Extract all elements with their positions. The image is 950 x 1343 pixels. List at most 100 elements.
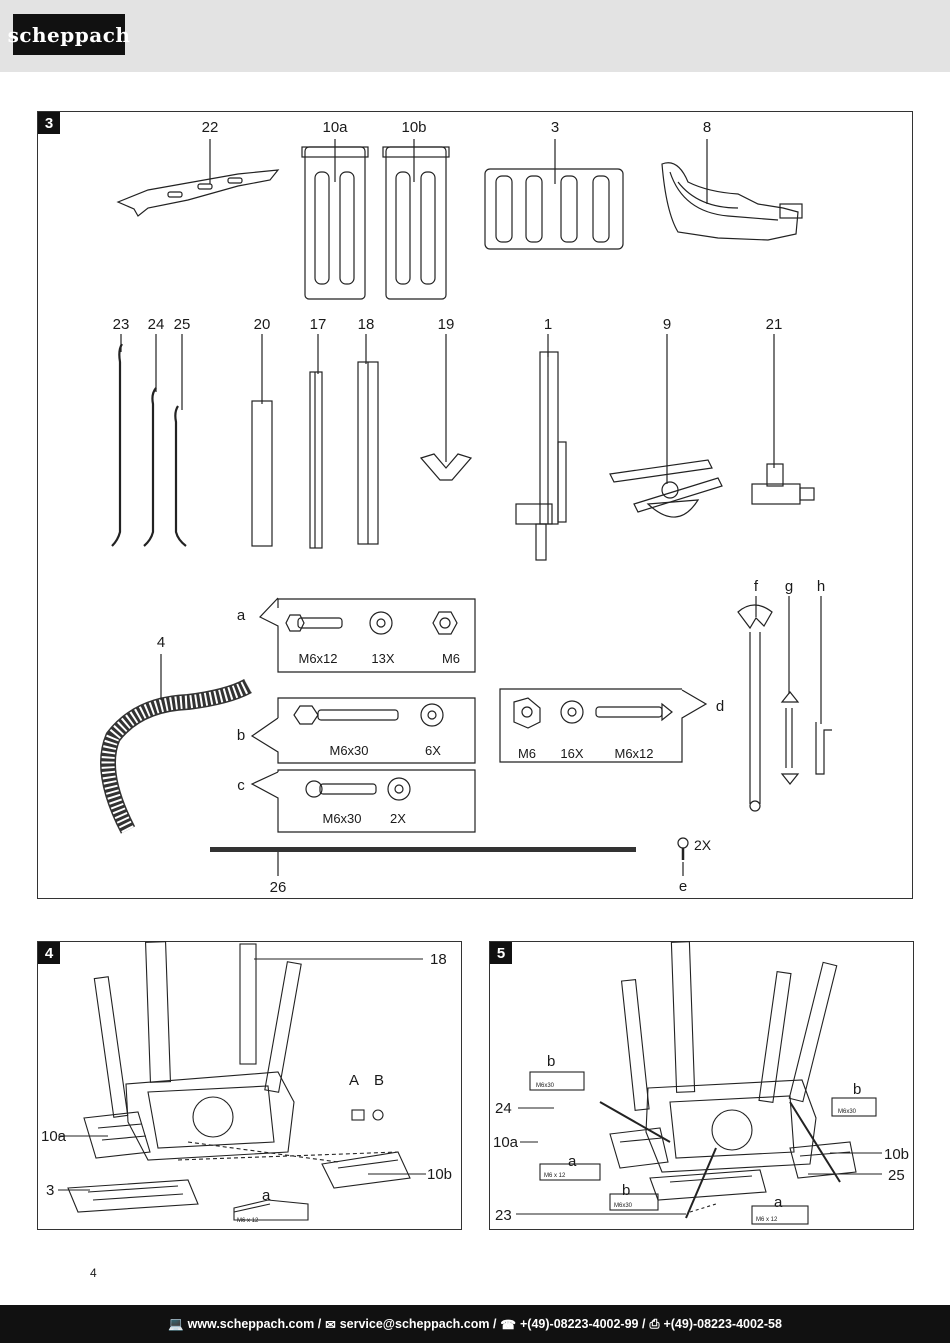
panel-part-20	[251, 334, 273, 547]
label-1: 1	[544, 316, 552, 333]
label-4: 4	[157, 634, 165, 651]
label-b: b	[237, 727, 245, 744]
push-stick-part-22	[116, 139, 280, 217]
figure-5-drawing: b b 24 10a a b 10b 25 23 a M6x30 M6x30 M…	[493, 941, 909, 1225]
extension-table-10b	[382, 139, 450, 300]
saw-assembly-with-legs	[599, 941, 857, 1219]
allen-key-h	[815, 596, 832, 775]
label-B: B	[374, 1072, 384, 1089]
tag-b-right: M6x30	[838, 1109, 857, 1115]
label-A: A	[349, 1072, 359, 1089]
tag-a-bottom: M6 x 12	[756, 1217, 778, 1223]
label-a: a	[262, 1187, 271, 1204]
label-21: 21	[766, 316, 783, 333]
label-b-top: b	[547, 1053, 555, 1070]
label-3: 3	[46, 1182, 54, 1199]
saw-assembly-upside-down	[67, 941, 411, 1213]
label-g: g	[785, 578, 793, 595]
label-a: a	[237, 607, 246, 624]
label-e: e	[679, 878, 687, 895]
t-piece-part-21	[751, 334, 815, 505]
label-22: 22	[202, 119, 219, 136]
blade-guard-part-8	[661, 139, 803, 241]
label-a-bottom: a	[774, 1194, 783, 1211]
rear-table-part-3	[484, 139, 624, 250]
label-23: 23	[113, 316, 130, 333]
tag-b-top: M6x30	[536, 1083, 555, 1089]
label-b-bottom: b	[622, 1182, 630, 1199]
label-10b: 10b	[884, 1146, 909, 1163]
strut-part-17	[309, 334, 323, 549]
label-25: 25	[174, 316, 191, 333]
figure-3-panel: 3 22 10a 10b 3 8 23 24 25 20 17 18 19 1 …	[37, 111, 913, 899]
kit-a-washer: 13X	[371, 651, 394, 666]
figure-4-panel: 4 18 A B 10a 10b 3 a	[37, 941, 462, 1230]
label-a-left: a	[568, 1153, 577, 1170]
label-b-right: b	[853, 1081, 861, 1098]
label-d: d	[716, 698, 724, 715]
label-10a: 10a	[41, 1128, 67, 1145]
spanner-f	[737, 596, 773, 812]
spanner-g	[780, 596, 800, 785]
label-10b: 10b	[427, 1166, 452, 1183]
label-c: c	[237, 777, 245, 794]
footer-email-link[interactable]: service@scheppach.com /	[339, 1317, 497, 1331]
label-19: 19	[438, 316, 455, 333]
label-26: 26	[270, 879, 287, 896]
footer-contact-bar: 💻 www.scheppach.com / ✉ service@scheppac…	[0, 1305, 950, 1343]
label-17: 17	[310, 316, 327, 333]
phone-icon: ☎	[500, 1317, 516, 1332]
label-f: f	[754, 578, 759, 595]
kit-c-bolt: M6x30	[322, 811, 361, 826]
label-10a: 10a	[322, 119, 348, 136]
kit-c-washer: 2X	[390, 811, 406, 826]
label-h: h	[817, 578, 825, 595]
mitre-gauge-part-9	[609, 334, 723, 518]
page-number: 4	[90, 1266, 97, 1280]
label-9: 9	[663, 316, 671, 333]
figure-number: 4	[38, 942, 60, 964]
kit-a-nut: M6	[442, 651, 460, 666]
figure-number: 3	[38, 112, 60, 134]
figure-4-drawing: 18 A B 10a 10b 3 a M6 x 12	[41, 941, 452, 1224]
screw-e: 2X	[677, 837, 712, 876]
label-3: 3	[551, 119, 559, 136]
tag-a: M6 x 12	[237, 1218, 259, 1224]
label-18: 18	[358, 316, 375, 333]
figure-3-drawing: 22 10a 10b 3 8 23 24 25 20 17 18 19 1 9 …	[100, 119, 832, 896]
label-20: 20	[254, 316, 271, 333]
page-header: scheppach	[0, 0, 950, 72]
figure-5-panel: 5 b b 24 1	[489, 941, 914, 1230]
label-24: 24	[148, 316, 165, 333]
extension-table-10a	[301, 139, 369, 300]
kit-d-bolt: M6x12	[614, 746, 653, 761]
kit-b-washer: 6X	[425, 743, 441, 758]
kit-d-nut: M6	[518, 746, 536, 761]
footer-phone: +(49)-08223-4002-99 /	[520, 1317, 646, 1331]
kit-d-washer: 16X	[560, 746, 583, 761]
label-8: 8	[703, 119, 711, 136]
label-10a: 10a	[493, 1134, 519, 1151]
dust-hose-part-4	[100, 654, 252, 834]
label-23: 23	[495, 1207, 512, 1224]
label-10b: 10b	[401, 119, 426, 136]
mail-icon: ✉	[325, 1317, 336, 1332]
kit-b-bolt: M6x30	[329, 743, 368, 758]
label-24: 24	[495, 1100, 512, 1117]
label-25: 25	[888, 1167, 905, 1184]
fastener-kit-c: M6x30 2X	[250, 769, 476, 833]
kit-a-bolt: M6x12	[298, 651, 337, 666]
tag-a-left: M6 x 12	[544, 1173, 566, 1179]
footer-website-link[interactable]: www.scheppach.com /	[187, 1317, 322, 1331]
screw-e-quantity: 2X	[694, 837, 712, 853]
legs-23-24-25	[111, 334, 187, 547]
label-18: 18	[430, 951, 447, 968]
scheppach-logo: scheppach	[8, 14, 130, 55]
footer-fax: +(49)-08223-4002-58	[663, 1317, 782, 1331]
fastener-kit-d: M6 16X M6x12	[499, 688, 708, 763]
figure-number: 5	[490, 942, 512, 964]
fastener-kit-a: M6x12 13X M6	[259, 597, 476, 673]
fax-icon: ⎙	[649, 1316, 660, 1331]
ruler-part-26	[210, 847, 636, 876]
fastener-kit-b: M6x30 6X	[250, 697, 476, 764]
